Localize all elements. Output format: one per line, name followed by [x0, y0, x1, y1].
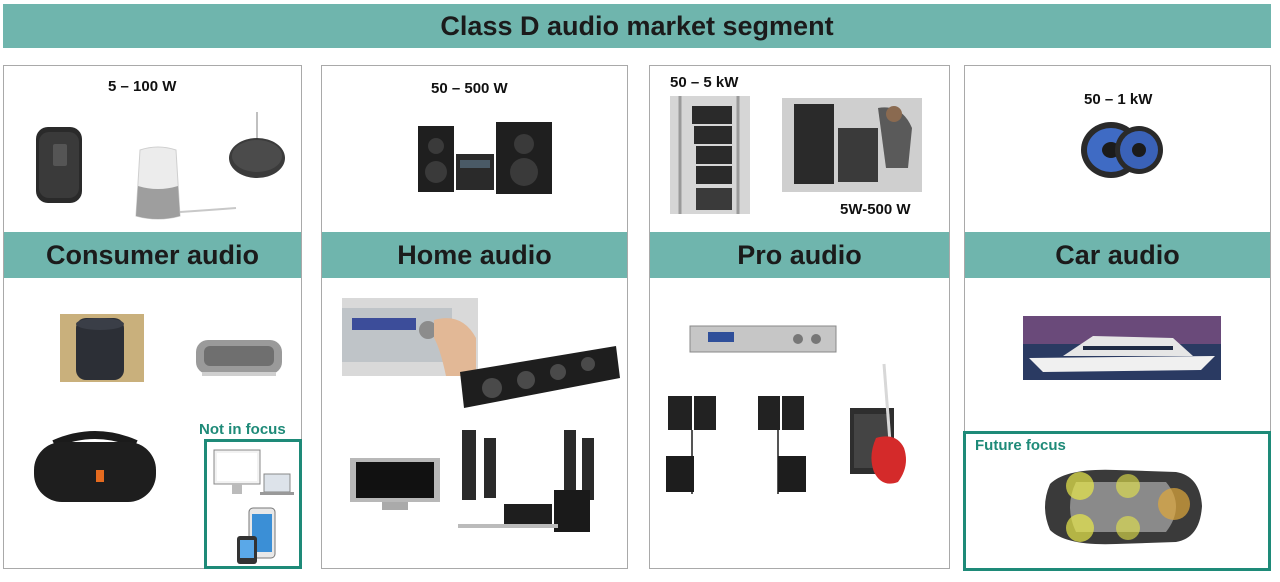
home-stereo-icon: [418, 122, 552, 194]
pa-speaker-icon: [666, 396, 806, 494]
amplifier-knob-icon: [342, 298, 478, 376]
stage-amp-icon: [782, 98, 922, 192]
segment-label: Consumer audio: [4, 232, 301, 278]
segment-pro-audio: 50 – 5 kW 5W-500 W Pro audio: [649, 65, 950, 569]
computer-icon: [213, 449, 294, 495]
rack-amplifier-icon: [689, 325, 837, 353]
soundbar-icon: [460, 346, 620, 408]
portable-speaker-icon: [60, 314, 144, 382]
segment-label: Home audio: [322, 232, 627, 278]
tv-icon: [350, 458, 440, 510]
segment-home-audio: 50 – 500 W Home audio: [321, 65, 628, 569]
power-range-secondary: 5W-500 W: [840, 201, 911, 218]
segment-consumer-audio: 5 – 100 W Consumer audio Not in focus: [3, 65, 302, 569]
yacht-icon: [1023, 316, 1221, 380]
power-range: 50 – 5 kW: [670, 74, 739, 91]
boombox-speaker-icon: [34, 431, 156, 502]
segment-label: Pro audio: [650, 232, 949, 278]
soundlink-speaker-icon: [196, 340, 282, 376]
future-focus-box: [963, 431, 1271, 571]
power-range: 5 – 100 W: [108, 78, 177, 95]
segment-label: Car audio: [965, 232, 1270, 278]
future-focus-label: Future focus: [975, 437, 1066, 454]
surround-system-icon: [458, 430, 594, 532]
power-range: 50 – 500 W: [431, 80, 508, 97]
car-topview-icon: [1045, 469, 1202, 545]
page-title: Class D audio market segment: [3, 4, 1271, 48]
mini-speaker-icon: [229, 112, 285, 178]
line-array-icon: [670, 96, 750, 214]
smartphone-icon: [237, 507, 276, 564]
not-in-focus-label: Not in focus: [199, 421, 286, 438]
smart-speaker-icon: [36, 127, 82, 203]
not-in-focus-box: [204, 439, 302, 569]
segment-car-audio: 50 – 1 kW Car audio Future focus: [963, 65, 1271, 571]
power-range: 50 – 1 kW: [1084, 91, 1153, 108]
smart-home-speaker-icon: [135, 146, 237, 220]
guitar-amp-icon: [850, 363, 906, 484]
car-speaker-icon: [1081, 122, 1163, 178]
